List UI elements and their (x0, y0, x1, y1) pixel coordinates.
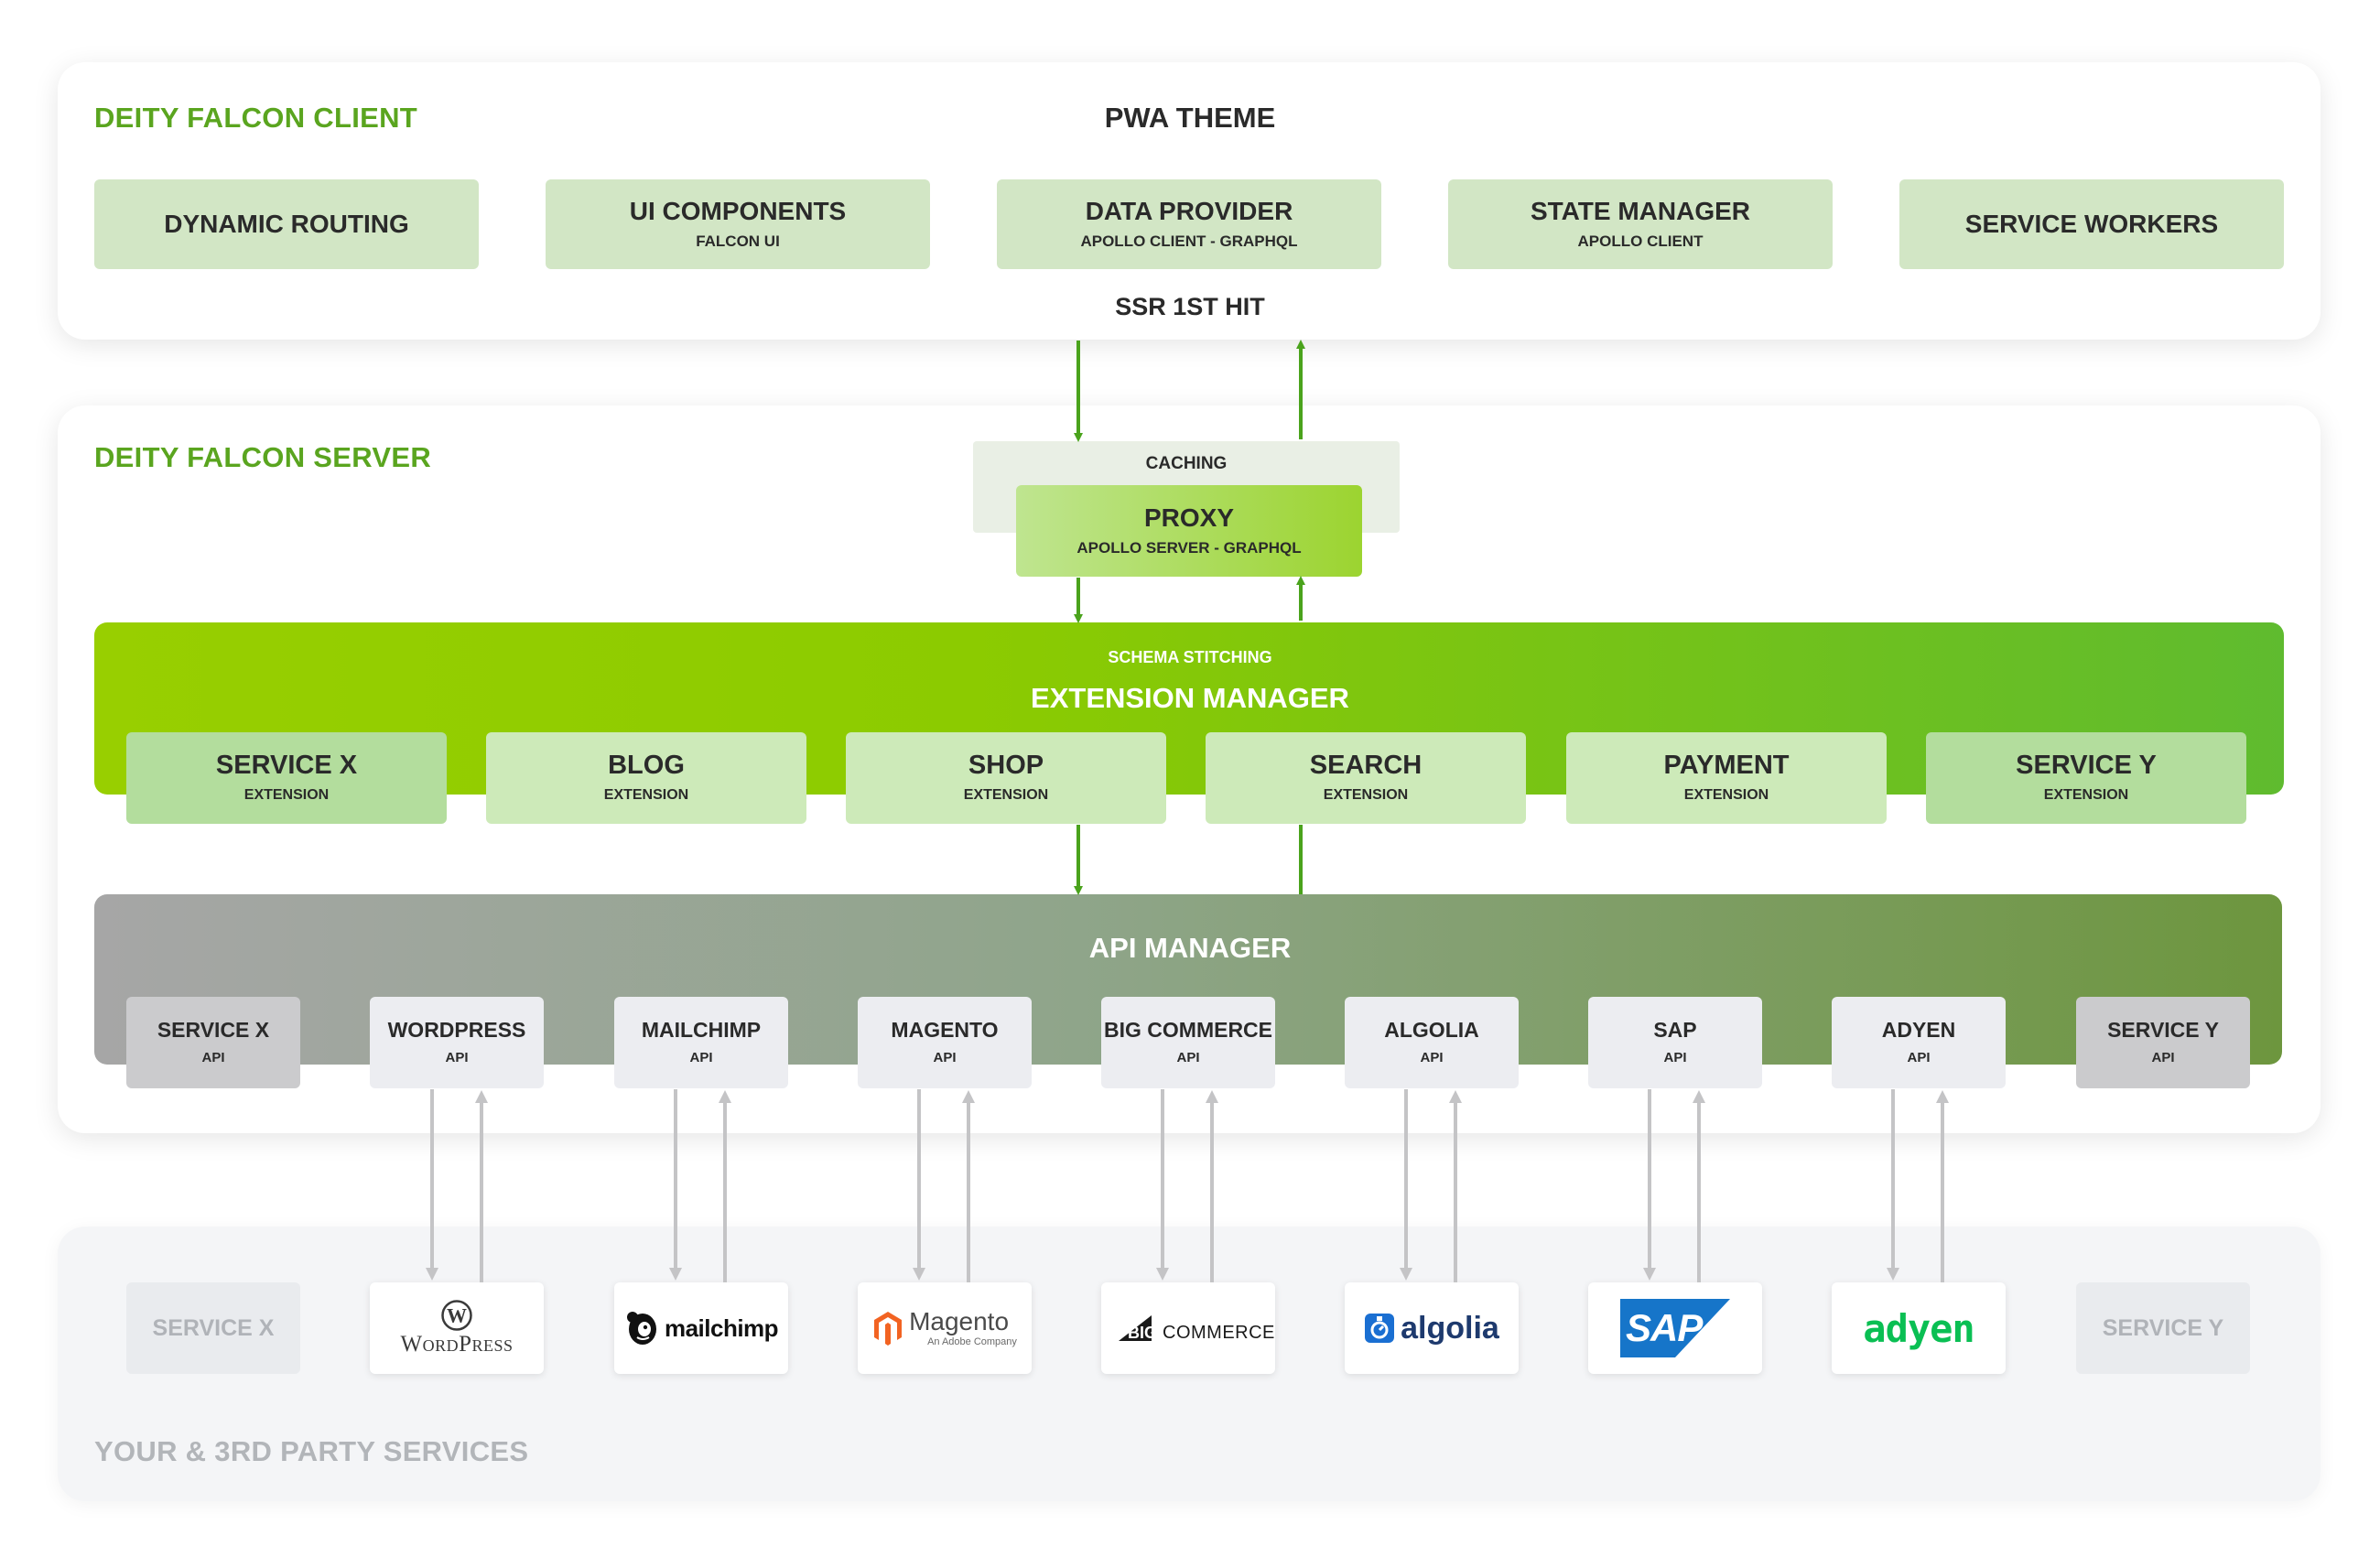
api-algolia: ALGOLIA API (1345, 997, 1519, 1088)
magento-wordmark: Magento (909, 1307, 1010, 1335)
service-y-label: SERVICE Y (2102, 1314, 2224, 1341)
client-box-ui-components: UI COMPONENTS FALCON UI (546, 179, 930, 269)
ssr-label: SSR 1ST HIT (1115, 293, 1265, 320)
wordpress-logo-icon: W WordPress (400, 1299, 514, 1357)
box-title: SERVICE WORKERS (1964, 209, 2219, 238)
api-title: MAGENTO (891, 1018, 999, 1043)
client-title: DEITY FALCON CLIENT (94, 102, 418, 134)
api-title: SERVICE X (157, 1018, 270, 1043)
caching-label: CACHING (1145, 454, 1228, 473)
extension-subtitle: EXTENSION (1683, 787, 1769, 804)
api-subtitle: API (201, 1050, 225, 1066)
sap-logo-box: SAP (1588, 1282, 1762, 1374)
extension-shop: SHOP EXTENSION (846, 732, 1166, 824)
extension-subtitle: EXTENSION (1323, 787, 1409, 804)
api-subtitle: API (1907, 1050, 1931, 1066)
api-title: ADYEN (1881, 1018, 1956, 1043)
api-sap: SAP API (1588, 997, 1762, 1088)
box-title: DYNAMIC ROUTING (164, 209, 409, 238)
api-manager-title: API MANAGER (1088, 932, 1292, 964)
api-subtitle: API (689, 1050, 713, 1066)
box-subtitle: FALCON UI (696, 232, 780, 251)
adyen-logo-box: adyen (1832, 1282, 2006, 1374)
api-title: WORDPRESS (387, 1018, 526, 1043)
bigcommerce-wordmark: COMMERCE (1163, 1323, 1275, 1343)
extension-service-y: SERVICE Y EXTENSION (1926, 732, 2246, 824)
service-y-placeholder: SERVICE Y (2076, 1282, 2250, 1374)
extension-service-x: SERVICE X EXTENSION (126, 732, 447, 824)
box-title: STATE MANAGER (1530, 196, 1751, 225)
client-box-state-manager: STATE MANAGER APOLLO CLIENT (1448, 179, 1833, 269)
extension-subtitle: EXTENSION (963, 787, 1049, 804)
client-box-service-workers: SERVICE WORKERS (1899, 179, 2284, 269)
extension-subtitle: EXTENSION (2043, 787, 2129, 804)
schema-stitching-label: SCHEMA STITCHING (1108, 648, 1272, 666)
api-wordpress: WORDPRESS API (370, 997, 544, 1088)
box-title: UI COMPONENTS (629, 196, 847, 225)
api-subtitle: API (445, 1050, 469, 1066)
api-subtitle: API (1420, 1050, 1444, 1066)
bigcommerce-logo-box: BIG COMMERCE (1101, 1282, 1275, 1374)
box-title: DATA PROVIDER (1085, 196, 1293, 225)
api-title: ALGOLIA (1384, 1018, 1479, 1043)
api-mailchimp: MAILCHIMP API (614, 997, 788, 1088)
proxy-box: PROXY APOLLO SERVER - GRAPHQL (1016, 485, 1362, 577)
mailchimp-logo-icon: mailchimp (624, 1309, 779, 1347)
extension-subtitle: EXTENSION (243, 787, 330, 804)
magento-logo-box: Magento An Adobe Company (858, 1282, 1032, 1374)
wordpress-logo-box: W WordPress (370, 1282, 544, 1374)
algolia-wordmark: algolia (1401, 1310, 1499, 1346)
adyen-logo-icon: adyen (1863, 1305, 1974, 1351)
api-service-x: SERVICE X API (126, 997, 300, 1088)
extension-manager-title: EXTENSION MANAGER (1031, 682, 1349, 714)
box-subtitle: APOLLO CLIENT (1577, 232, 1704, 251)
api-title: BIG COMMERCE (1104, 1018, 1272, 1043)
api-magento: MAGENTO API (858, 997, 1032, 1088)
sap-logo-icon: SAP (1620, 1299, 1730, 1357)
bigcommerce-logo-icon: BIG COMMERCE (1115, 1310, 1274, 1346)
api-adyen: ADYEN API (1832, 997, 2006, 1088)
magento-tagline: An Adobe Company (927, 1336, 1017, 1347)
wordpress-wordmark: WordPress (400, 1331, 514, 1357)
extension-subtitle: EXTENSION (603, 787, 689, 804)
mailchimp-wordmark: mailchimp (664, 1314, 779, 1342)
api-title: MAILCHIMP (641, 1018, 762, 1043)
proxy-subtitle: APOLLO SERVER - GRAPHQL (1076, 539, 1302, 557)
box-subtitle: APOLLO CLIENT - GRAPHQL (1080, 232, 1298, 251)
api-title: SAP (1653, 1018, 1697, 1043)
mailchimp-logo-box: mailchimp (614, 1282, 788, 1374)
service-x-label: SERVICE X (152, 1314, 275, 1341)
sap-wordmark: SAP (1626, 1306, 1703, 1349)
pwa-theme-label: PWA THEME (1104, 102, 1276, 134)
api-subtitle: API (1176, 1050, 1200, 1066)
api-subtitle: API (933, 1050, 957, 1066)
extension-blog: BLOG EXTENSION (486, 732, 806, 824)
extension-title: PAYMENT (1663, 750, 1790, 780)
client-box-data-provider: DATA PROVIDER APOLLO CLIENT - GRAPHQL (997, 179, 1381, 269)
third-party-title: YOUR & 3RD PARTY SERVICES (94, 1435, 529, 1467)
api-subtitle: API (2151, 1050, 2175, 1066)
extension-title: SHOP (968, 750, 1044, 780)
extension-payment: PAYMENT EXTENSION (1566, 732, 1887, 824)
extension-title: SERVICE Y (2016, 750, 2157, 780)
api-bigcommerce: BIG COMMERCE API (1101, 997, 1275, 1088)
proxy-title: PROXY (1143, 503, 1235, 532)
bigcommerce-big: BIG (1128, 1324, 1158, 1342)
extension-title: SERVICE X (215, 750, 358, 780)
extension-search: SEARCH EXTENSION (1206, 732, 1526, 824)
extension-manager-bar (94, 622, 2284, 795)
svg-text:W: W (447, 1303, 467, 1326)
algolia-logo-icon: algolia (1364, 1311, 1499, 1346)
client-box-dynamic-routing: DYNAMIC ROUTING (94, 179, 479, 269)
magento-logo-icon: Magento An Adobe Company (872, 1309, 1017, 1347)
service-x-placeholder: SERVICE X (126, 1282, 300, 1374)
api-service-y: SERVICE Y API (2076, 997, 2250, 1088)
api-title: SERVICE Y (2107, 1018, 2219, 1043)
extension-title: BLOG (608, 750, 685, 780)
extension-title: SEARCH (1309, 750, 1423, 780)
api-subtitle: API (1663, 1050, 1687, 1066)
server-title: DEITY FALCON SERVER (94, 441, 432, 473)
algolia-logo-box: algolia (1345, 1282, 1519, 1374)
